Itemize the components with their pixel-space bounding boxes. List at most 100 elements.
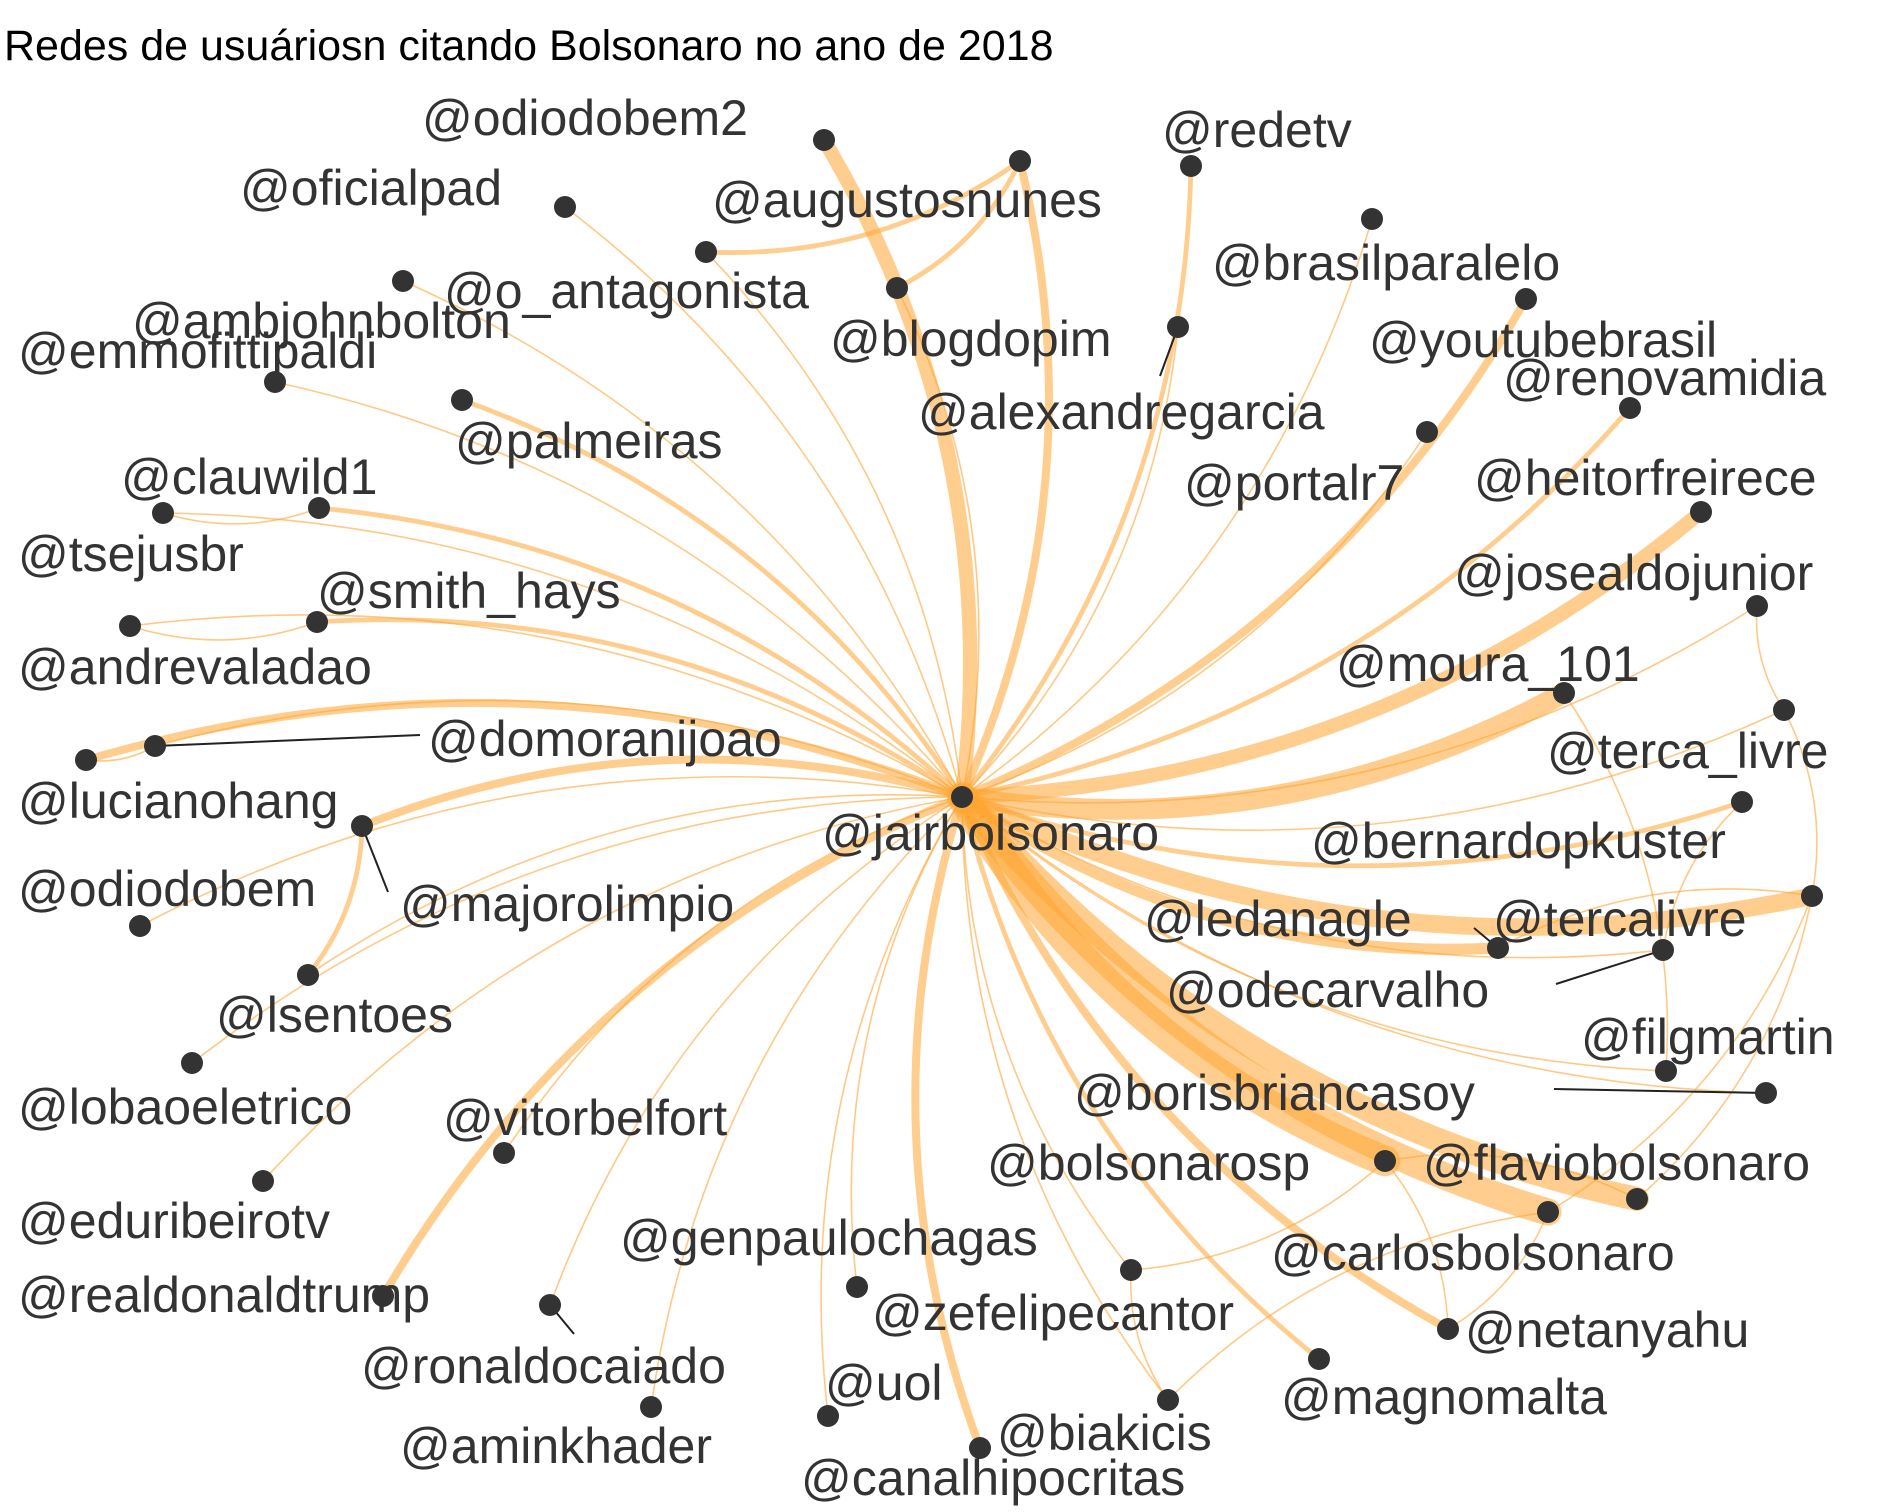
node-label-josealdojunior: @josealdojunior bbox=[1454, 545, 1813, 601]
node-ambjohnbolton bbox=[392, 270, 414, 292]
node-andrevaladao bbox=[119, 615, 141, 637]
node-label-borisbriancasoy: @borisbriancasoy bbox=[1074, 1065, 1475, 1121]
node-label-portalr7: @portalr7 bbox=[1184, 455, 1404, 511]
edge-jairbolsonaro-vitorbelfort bbox=[503, 796, 963, 1154]
node-eduribeirotv bbox=[252, 1170, 274, 1192]
node-label-emmofittipaldi: @emmofittipaldi bbox=[18, 323, 377, 379]
node-zefelipecantor bbox=[1120, 1259, 1142, 1281]
edge-jairbolsonaro-portalr7 bbox=[961, 431, 1428, 798]
node-renovamidia bbox=[1619, 397, 1641, 419]
edge-jairbolsonaro-lobaoeletrico bbox=[191, 796, 963, 1064]
edge-jairbolsonaro-domoranijoao bbox=[154, 699, 963, 798]
edge-jairbolsonaro-blogdopim bbox=[896, 287, 980, 798]
node-label-youtubebrasil: @youtubebrasil bbox=[1369, 312, 1717, 368]
edge-smith-hays-andrevaladao bbox=[129, 621, 318, 641]
edge-jairbolsonaro-zefelipecantor bbox=[961, 796, 1132, 1271]
edge-odecarvalho-bernardopkuster bbox=[1662, 801, 1743, 951]
node-tsejusbr bbox=[152, 502, 174, 524]
edge-jairbolsonaro-clauwild1 bbox=[316, 505, 965, 800]
node-label-filgmartin: @filgmartin bbox=[1581, 1009, 1835, 1065]
edge-jairbolsonaro-ronaldocaiado bbox=[549, 796, 963, 1306]
edge-moura-101-filgmartin bbox=[1563, 692, 1669, 1072]
chart-title: Redes de usuáriosn citando Bolsonaro no … bbox=[4, 22, 1054, 70]
edge-jairbolsonaro-borisbriancasoy bbox=[961, 796, 1767, 1094]
node-label-uol: @uol bbox=[825, 1355, 942, 1411]
node-realdonaldtrump bbox=[372, 1285, 394, 1307]
labels-layer: @jairbolsonaro@odiodobem2@augustosnunes@… bbox=[18, 90, 1835, 1506]
node-heitorfreirece bbox=[1690, 501, 1712, 523]
node-label-lobaoeletrico: @lobaoeletrico bbox=[18, 1079, 352, 1135]
edge-jairbolsonaro-genpaulochagas bbox=[850, 796, 963, 1288]
edge-jairbolsonaro-lucianohang bbox=[82, 698, 966, 801]
node-label-realdonaldtrump: @realdonaldtrump bbox=[18, 1267, 430, 1323]
edge-jairbolsonaro-alexandregarcia bbox=[961, 326, 1179, 798]
node-label-jairbolsonaro: @jairbolsonaro bbox=[822, 805, 1159, 861]
edge-jairbolsonaro-oficialpad bbox=[564, 206, 963, 798]
node-terca-livre bbox=[1773, 699, 1795, 721]
node-label-tercalivre: @tercalivre bbox=[1493, 891, 1747, 947]
edge-jairbolsonaro-terca-livre bbox=[961, 709, 1785, 831]
edge-jairbolsonaro-bernardopkuster bbox=[959, 794, 1745, 869]
node-label-lucianohang: @lucianohang bbox=[18, 773, 338, 829]
node-magnomalta bbox=[1308, 1348, 1330, 1370]
edge-jairbolsonaro-odecarvalho bbox=[961, 796, 1664, 959]
node-uol bbox=[817, 1405, 839, 1427]
node-augustosnunes bbox=[1009, 150, 1031, 172]
edge-jairbolsonaro-odiodobem bbox=[358, 755, 966, 830]
edge-biakicis-carlosbolsonaro bbox=[1167, 1211, 1549, 1401]
node-label-flaviobolsonaro: @flaviobolsonaro bbox=[1423, 1135, 1810, 1191]
edge-bolsonarosp-flaviobolsonaro bbox=[1384, 1153, 1638, 1200]
node-label-heitorfreirece: @heitorfreirece bbox=[1474, 450, 1817, 506]
node-label-brasilparalelo: @brasilparalelo bbox=[1212, 235, 1560, 291]
node-lucianohang bbox=[75, 749, 97, 771]
edge-augustosnunes-blogdopim bbox=[894, 158, 1023, 291]
node-flaviobolsonaro bbox=[1626, 1188, 1648, 1210]
leader-odiodobem bbox=[361, 825, 389, 893]
node-majorolimpio bbox=[129, 915, 151, 937]
node-label-blogdopim: @blogdopim bbox=[830, 311, 1111, 367]
node-genpaulochagas bbox=[846, 1276, 868, 1298]
node-label-smith-hays: @smith_hays bbox=[317, 563, 621, 619]
node-oficialpad bbox=[554, 196, 576, 218]
edge-odiodobem-lsentoes bbox=[305, 823, 365, 978]
node-label-canalhipocritas: @canalhipocritas bbox=[801, 1450, 1185, 1506]
node-lsentoes bbox=[297, 964, 319, 986]
edge-augustosnunes-o-antagonista bbox=[703, 158, 1023, 255]
edges-layer bbox=[82, 132, 1821, 1452]
node-label-bernardopkuster: @bernardopkuster bbox=[1311, 813, 1726, 869]
edge-jairbolsonaro-josealdojunior bbox=[961, 605, 1758, 804]
node-label-lsentoes: @lsentoes bbox=[216, 987, 453, 1043]
node-youtubebrasil bbox=[1515, 288, 1537, 310]
edge-tercalivre-flaviobolsonaro bbox=[1636, 895, 1813, 1200]
leader-odecarvalho bbox=[1555, 949, 1664, 985]
node-label-domoranijoao: @domoranijoao bbox=[428, 711, 782, 767]
node-label-bolsonarosp: @bolsonarosp bbox=[987, 1135, 1310, 1191]
edge-terca-livre-josealdojunior bbox=[1755, 605, 1785, 711]
node-lobaoeletrico bbox=[181, 1052, 203, 1074]
node-moura-101 bbox=[1553, 682, 1575, 704]
node-tercalivre bbox=[1801, 885, 1823, 907]
edge-ledanagle-tercalivre bbox=[1497, 888, 1813, 949]
node-label-moura-101: @moura_101 bbox=[1336, 636, 1640, 692]
node-label-ledanagle: @ledanagle bbox=[1144, 891, 1412, 947]
edge-jairbolsonaro-aminkhader bbox=[650, 796, 963, 1408]
node-blogdopim bbox=[886, 277, 908, 299]
edge-jairbolsonaro-ledanagle bbox=[956, 791, 1504, 955]
edge-jairbolsonaro-magnomalta bbox=[959, 794, 1322, 1362]
node-label-redetv: @redetv bbox=[1162, 102, 1352, 158]
edge-jairbolsonaro-uol bbox=[820, 796, 963, 1417]
node-label-tsejusbr: @tsejusbr bbox=[18, 526, 244, 582]
node-netanyahu bbox=[1437, 1318, 1459, 1340]
edge-jairbolsonaro-ambjohnbolton bbox=[402, 280, 963, 798]
node-label-palmeiras: @palmeiras bbox=[455, 413, 723, 469]
edge-jairbolsonaro-realdonaldtrump bbox=[379, 793, 966, 1300]
node-label-magnomalta: @magnomalta bbox=[1281, 1369, 1607, 1425]
node-portalr7 bbox=[1416, 421, 1438, 443]
nodes-layer bbox=[75, 129, 1823, 1459]
node-label-clauwild1: @clauwild1 bbox=[121, 449, 377, 505]
node-ledanagle bbox=[1487, 937, 1509, 959]
edge-jairbolsonaro-netanyahu bbox=[958, 793, 1452, 1333]
node-carlosbolsonaro bbox=[1537, 1201, 1559, 1223]
node-biakicis bbox=[1157, 1389, 1179, 1411]
